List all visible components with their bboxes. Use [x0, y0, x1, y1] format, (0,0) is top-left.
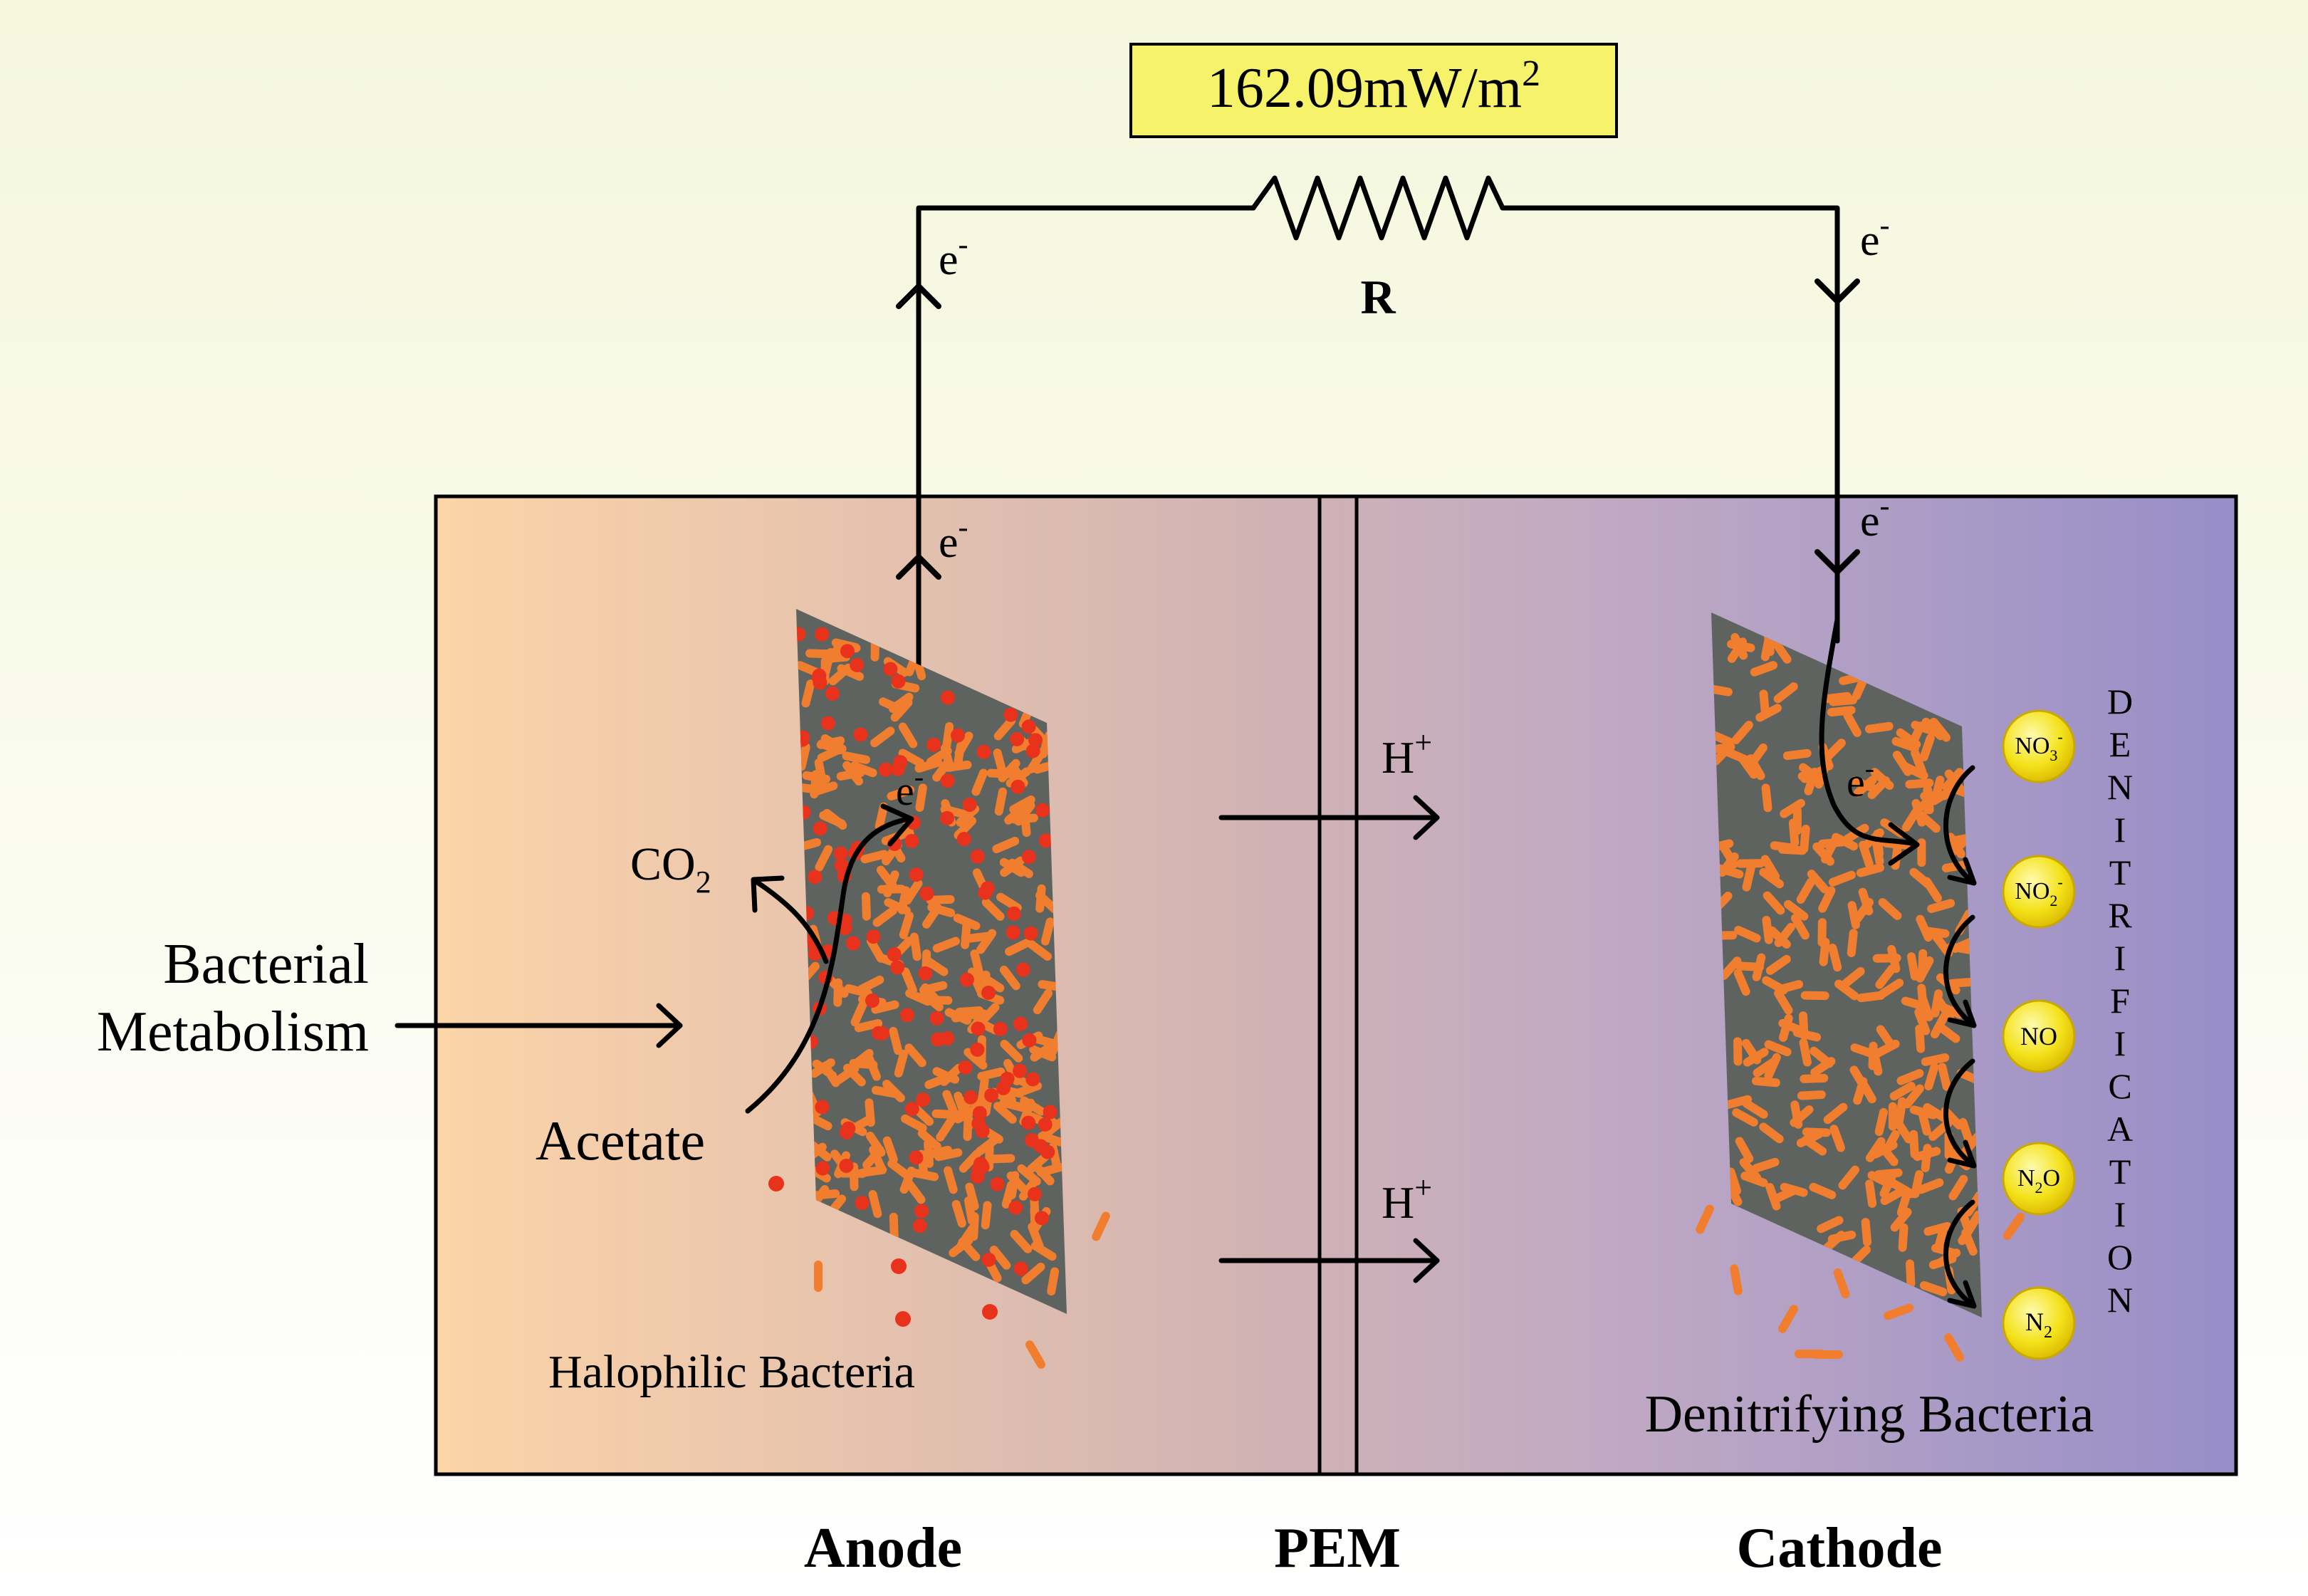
denitrification-letter: R	[2108, 895, 2132, 935]
co2-label: CO2	[630, 838, 711, 899]
electron-label-anode-inner: e-	[939, 511, 968, 567]
electron-label-anode-top: e-	[939, 229, 968, 284]
anode-label: Anode	[804, 1517, 962, 1580]
cathode-bacteria	[1711, 627, 1982, 1297]
denitrification-letter: I	[2114, 1194, 2126, 1234]
electron-labels-circuit: e- e-	[939, 209, 1890, 284]
svg-text:NO: NO	[2020, 1022, 2057, 1050]
denitrification-letter: O	[2107, 1237, 2133, 1277]
free-bacteria-cathode	[1696, 1204, 2025, 1362]
species-no3: NO3-	[2002, 709, 2076, 783]
species-no: NO	[2002, 999, 2076, 1073]
cathode-electron-path	[1819, 617, 1920, 866]
svg-text:N2: N2	[2025, 1308, 2052, 1342]
denitrification-letter: I	[2114, 938, 2126, 978]
free-bacteria-anode	[768, 1176, 1110, 1369]
electron-label-cathode-top: e-	[1860, 209, 1890, 265]
denitrification-letter: T	[2109, 852, 2131, 892]
svg-text:NO2-: NO2-	[2015, 873, 2062, 909]
proton-label-upper: H+	[1382, 725, 1432, 783]
electron-label-anode-surface: e-	[896, 761, 924, 814]
electron-labels-tank: e- e-	[939, 490, 1890, 567]
metabolism-line1: Bacterial	[163, 933, 369, 996]
denitrifying-label: Denitrifying Bacteria	[1645, 1385, 2094, 1444]
denitrification-letter: E	[2109, 724, 2131, 764]
proton-label-lower: H+	[1382, 1170, 1432, 1228]
species-no2: NO2-	[2002, 855, 2076, 929]
acetate-label: Acetate	[536, 1110, 705, 1172]
metabolism-line2: Metabolism	[97, 1001, 369, 1063]
denitrification-letter: I	[2114, 1023, 2126, 1063]
denitrification-letter: N	[2107, 767, 2133, 807]
electron-label-cathode-surface: e-	[1847, 752, 1874, 805]
anode-reaction-arrows	[395, 803, 914, 1114]
species-n2o: N2O	[2002, 1142, 2076, 1216]
denitrification-letter: C	[2108, 1066, 2131, 1106]
power-density-label: 162.09mW/m2	[1207, 53, 1540, 120]
denitrification-letter: N	[2107, 1280, 2133, 1320]
compartment-labels: Anode PEM Cathode	[804, 1517, 1943, 1580]
power-density-box	[1129, 43, 1618, 138]
denitrification-arrows	[1943, 765, 1977, 1309]
pem-membrane	[1317, 496, 1359, 1474]
denitrification-letter: F	[2110, 981, 2130, 1021]
anode-up-arrow-upper	[896, 283, 941, 309]
pem-label: PEM	[1274, 1517, 1401, 1580]
anode-bacteria	[796, 627, 1067, 1296]
electron-label-cathode-inner: e-	[1860, 490, 1890, 546]
denitrification-letter: I	[2114, 810, 2126, 850]
halophilic-label: Halophilic Bacteria	[548, 1346, 915, 1398]
cathode-label: Cathode	[1737, 1517, 1943, 1580]
resistor-label: R	[1360, 270, 1396, 324]
proton-arrows	[1218, 795, 1440, 1283]
species-n2: N2	[2002, 1286, 2076, 1360]
svg-text:NO3-: NO3-	[2015, 728, 2062, 764]
denitrification-letter: T	[2109, 1152, 2131, 1191]
denitrification-letter: A	[2107, 1109, 2133, 1149]
denitrification-letter: D	[2107, 682, 2133, 721]
cathode-down-arrow-upper	[1814, 278, 1860, 304]
proton-labels: H+ H+	[1382, 725, 1432, 1228]
inner-arrows	[896, 549, 1860, 580]
svg-text:N2O: N2O	[2017, 1165, 2060, 1196]
